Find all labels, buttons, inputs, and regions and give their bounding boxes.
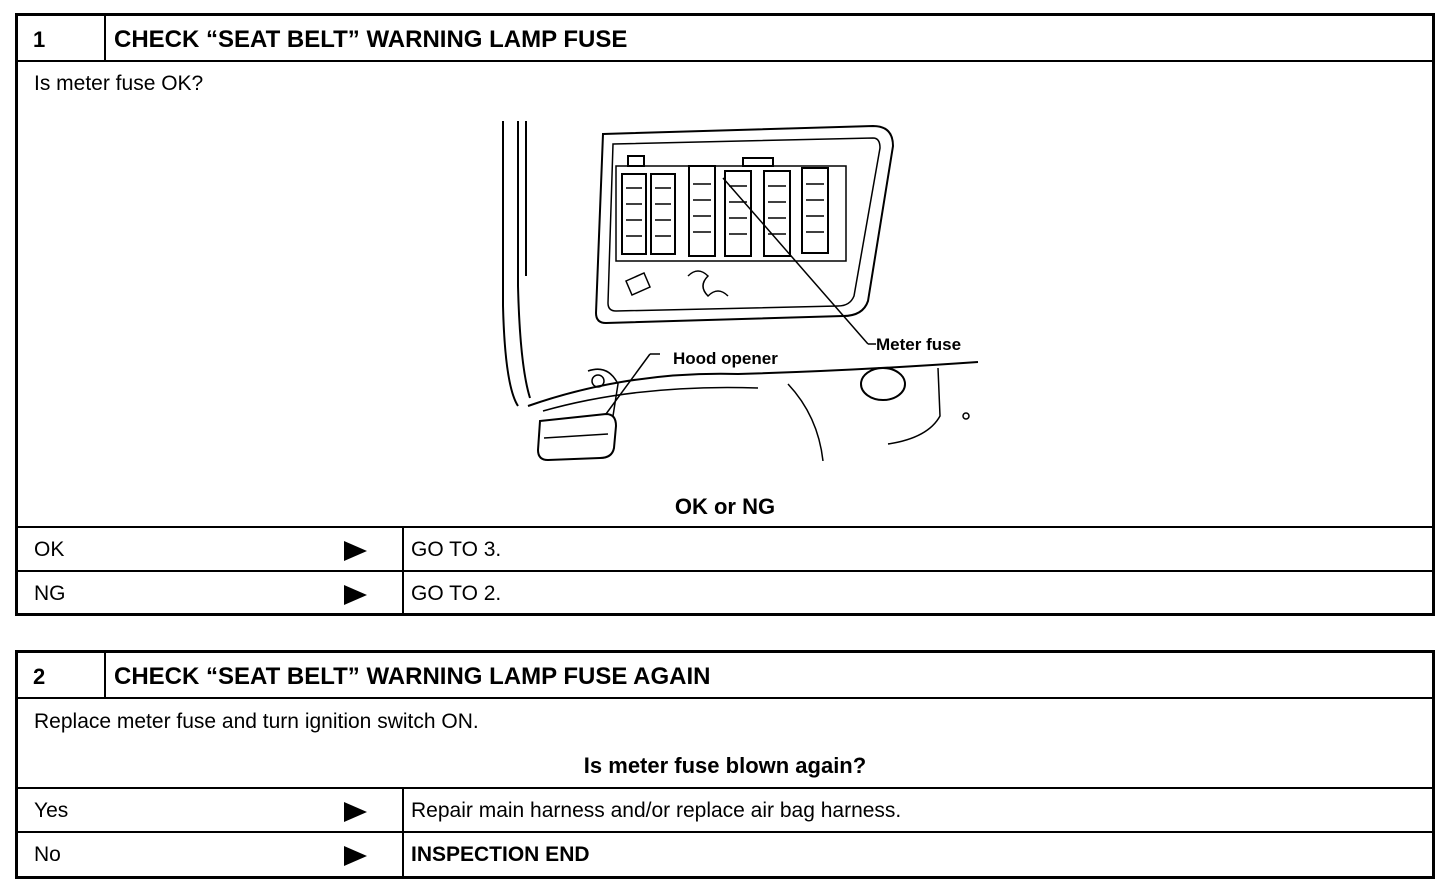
right-triangle-arrow-icon — [344, 802, 367, 822]
outcome-condition: No — [34, 843, 61, 866]
outcome-action: INSPECTION END — [411, 843, 590, 866]
step-question: Is meter fuse blown again? — [583, 753, 867, 778]
result-prompt: OK or NG — [674, 494, 776, 519]
right-triangle-arrow-icon — [344, 541, 367, 561]
step-instruction: Replace meter fuse and turn ignition swi… — [34, 710, 479, 733]
outcome-condition: OK — [34, 538, 65, 561]
step-question: Is meter fuse OK? — [34, 72, 204, 95]
step-1-box: 1 CHECK “SEAT BELT” WARNING LAMP FUSE Is… — [15, 13, 1435, 616]
hood-opener-label: Hood opener — [673, 349, 778, 368]
outcome-condition: NG — [34, 582, 66, 605]
step-title: CHECK “SEAT BELT” WARNING LAMP FUSE AGAI… — [114, 663, 711, 690]
outcome-row: No INSPECTION END — [18, 831, 1432, 877]
outcome-action: GO TO 2. — [411, 582, 502, 605]
fuse-box-drawing — [502, 121, 979, 461]
step-2-header: 2 CHECK “SEAT BELT” WARNING LAMP FUSE AG… — [18, 653, 1432, 699]
outcome-row: NG GO TO 2. — [18, 570, 1432, 616]
column-divider — [402, 572, 404, 616]
right-triangle-arrow-icon — [344, 585, 367, 605]
fuse-box-illustration: Meter fuse Hood opener — [502, 121, 979, 461]
right-triangle-arrow-icon — [344, 846, 367, 866]
step-number: 2 — [18, 653, 106, 697]
step-title: CHECK “SEAT BELT” WARNING LAMP FUSE — [114, 26, 628, 53]
column-divider — [402, 528, 404, 572]
outcome-action: GO TO 3. — [411, 538, 502, 561]
column-divider — [402, 833, 404, 877]
column-divider — [402, 789, 404, 833]
step-2-box: 2 CHECK “SEAT BELT” WARNING LAMP FUSE AG… — [15, 650, 1435, 879]
step-1-header: 1 CHECK “SEAT BELT” WARNING LAMP FUSE — [18, 16, 1432, 62]
outcome-action: Repair main harness and/or replace air b… — [411, 799, 902, 822]
meter-fuse-label: Meter fuse — [876, 335, 961, 354]
outcome-condition: Yes — [34, 799, 69, 822]
step-number: 1 — [18, 16, 106, 60]
outcome-row: Yes Repair main harness and/or replace a… — [18, 787, 1432, 833]
outcome-row: OK GO TO 3. — [18, 526, 1432, 572]
